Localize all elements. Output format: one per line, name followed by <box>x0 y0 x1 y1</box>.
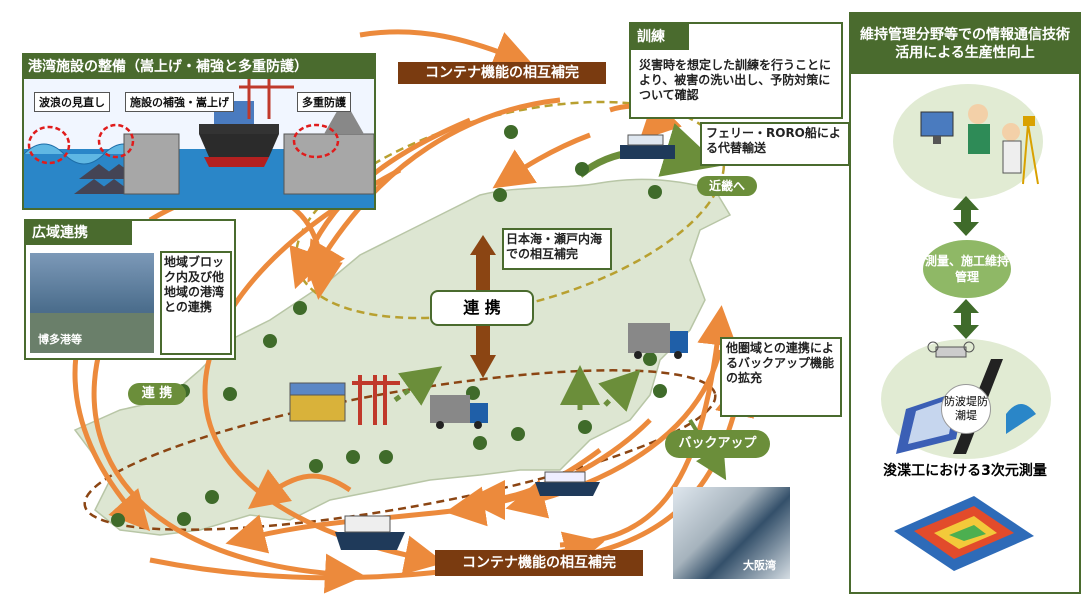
port-facility-panel: 港湾施設の整備（嵩上げ・補強と多重防護） <box>22 53 376 210</box>
worker-illustration <box>920 104 1039 185</box>
tag-reinforce: 施設の補強・嵩上げ <box>125 92 234 112</box>
photo-caption: 博多港等 <box>38 333 82 346</box>
osaka-caption: 大阪湾 <box>743 559 776 572</box>
regional-panel: 広域連携 博多港等 地域ブロック内及び他地域の港湾との連携 <box>24 219 236 360</box>
training-title: 訓練 <box>631 24 689 50</box>
center-link-label: 連 携 <box>430 290 534 326</box>
container-port-icon <box>289 375 400 425</box>
backup-callout: 他圏域との連携によるバックアップ機能の拡充 <box>720 337 842 417</box>
osaka-bay-photo: 大阪湾 <box>673 487 790 579</box>
training-text: 災害時を想定した訓練を行うことにより、被害の洗い出し、予防対策について確認 <box>639 58 832 102</box>
3d-survey-image <box>894 496 1034 571</box>
regional-callout: 地域ブロック内及び他地域の港湾との連携 <box>160 251 232 355</box>
ict-panel: 維持管理分野等での情報通信技術活用による生産性向上 測量、施工維持管理 防波堤防… <box>849 12 1081 594</box>
survey-circle <box>893 84 1043 199</box>
tag-waves: 波浪の見直し <box>34 92 110 112</box>
ict-title: 維持管理分野等での情報通信技術活用による生産性向上 <box>851 14 1079 74</box>
up-down-arrow-1 <box>953 196 979 236</box>
backup-pill: バックアップ <box>665 430 770 458</box>
training-panel: 訓練 災害時を想定した訓練を行うことにより、被害の洗い出し、予防対策について確認 <box>629 22 843 119</box>
breakwater-circle: 防波堤防潮堤 <box>881 339 1051 459</box>
ship-icons <box>335 134 675 550</box>
sea-label: 日本海・瀬戸内海での相互補完 <box>502 228 612 270</box>
tag-multi: 多重防護 <box>297 92 351 112</box>
dredging-caption: 浚渫工における3次元測量 <box>883 463 1047 479</box>
port-facility-title: 港湾施設の整備（嵩上げ・補強と多重防護） <box>24 55 374 79</box>
kinki-pill: 近畿へ <box>697 176 757 196</box>
hakata-photo: 博多港等 <box>30 253 154 353</box>
survey-label-circle: 測量、施工維持管理 <box>923 240 1011 298</box>
top-banner: コンテナ機能の相互補完 <box>398 62 606 84</box>
bottom-banner: コンテナ機能の相互補完 <box>435 550 643 576</box>
regional-link-pill: 連 携 <box>128 383 186 405</box>
ferry-callout: フェリー・RORO船による代替輸送 <box>700 122 850 166</box>
up-down-arrow-2 <box>953 299 979 339</box>
regional-title: 広域連携 <box>26 221 132 245</box>
truck-icons <box>430 323 688 429</box>
breakwater-label: 防波堤防潮堤 <box>941 384 991 434</box>
